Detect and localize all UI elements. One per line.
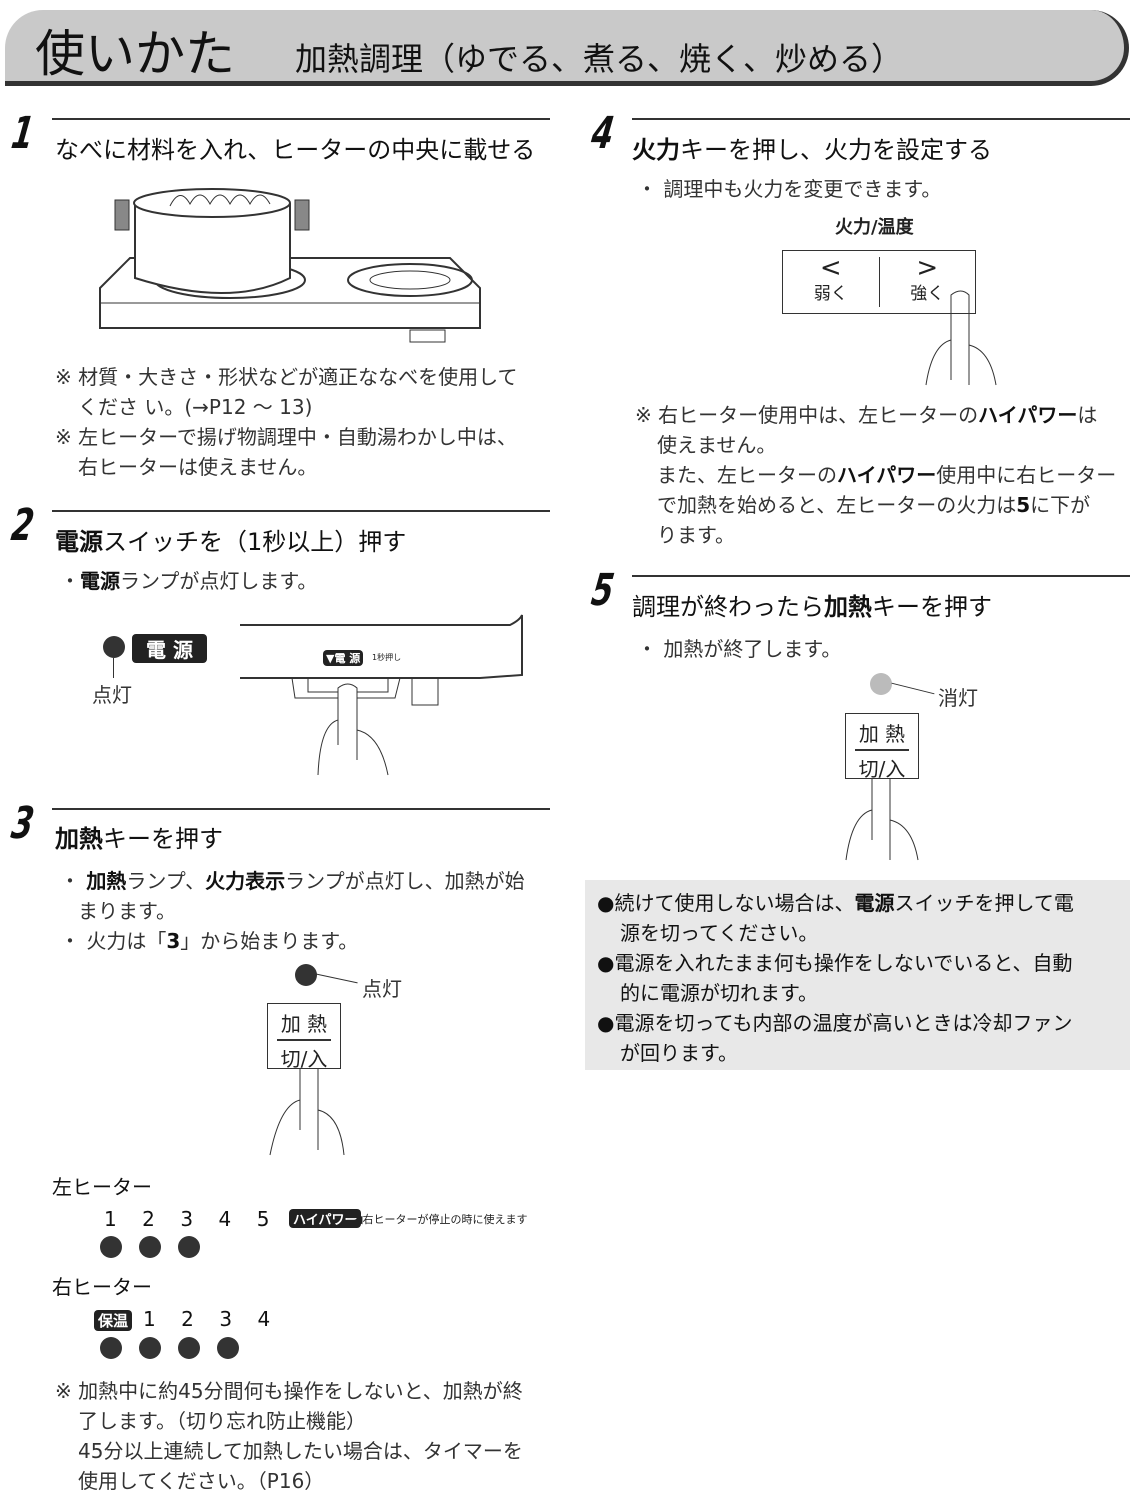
heat-level-keys: <弱く >強く [782, 250, 976, 314]
note: 使えません。 [657, 433, 777, 457]
step-number: 2 [8, 500, 38, 551]
bullet: ・電源ランプが点灯します。 [60, 569, 318, 593]
high-power-badge: ハイパワー [289, 1209, 362, 1228]
step-number: 3 [8, 798, 38, 849]
info-line: ●電源を入れたまま何も操作をしないでいると、自動 [597, 951, 1073, 975]
page-subtitle: 加熱調理（ゆでる、煮る、焼く、炒める） [295, 40, 904, 78]
divider [52, 510, 550, 512]
bullet-cont: まります。 [78, 899, 176, 923]
note: ります。 [657, 523, 735, 547]
page-title: 使いかた [35, 25, 235, 83]
bullet: ・ 加熱ランプ、火力表示ランプが点灯し、加熱が始 [60, 869, 525, 893]
heat-key[interactable]: 加 熱 切/入 [845, 713, 919, 781]
divider [52, 118, 550, 120]
note: ※ 左ヒーターで揚げ物調理中・自動湯わかし中は、 [55, 425, 517, 449]
note: 右ヒーターは使えません。 [78, 455, 318, 479]
bullet: ・ 加熱が終了します。 [637, 637, 842, 661]
note: で加熱を始めると、左ヒーターの火力は5に下が [657, 493, 1091, 517]
lamp-label: 消灯 [938, 686, 978, 710]
pot-on-cooktop-illustration [99, 188, 481, 343]
info-line: が回ります。 [620, 1041, 738, 1065]
note: くださ い。(→P12 ～ 13) [78, 395, 313, 419]
right-heater-lamps [100, 1337, 256, 1363]
info-line: ●電源を切っても内部の温度が高いときは冷却ファン [597, 1011, 1073, 1035]
note: 45分以上連続して加熱したい場合は、タイマーを [78, 1439, 523, 1463]
divider [632, 118, 1130, 120]
step-heading: 調理が終わったら加熱キーを押す [632, 593, 992, 621]
left-heater-lamps [100, 1236, 217, 1262]
right-heater-label: 右ヒーター [52, 1275, 152, 1299]
power-lamp-lit [103, 636, 125, 658]
device-hint: 1秒押し [372, 653, 402, 662]
divider [52, 808, 550, 810]
device-power-label: ▼電 源 [323, 650, 364, 666]
note: 了します。（切り忘れ防止機能） [78, 1409, 366, 1433]
header-banner [5, 10, 1129, 86]
info-line: 源を切ってください。 [620, 921, 819, 945]
lamp-label: 点灯 [362, 977, 402, 1001]
note: 使用してください。（P16） [78, 1469, 325, 1493]
heat-lamp-off [870, 673, 892, 695]
bullet: ・ 調理中も火力を変更できます。 [637, 177, 942, 201]
info-line: 的に電源が切れます。 [620, 981, 818, 1005]
step-number: 4 [588, 108, 618, 159]
step-heading: なべに材料を入れ、ヒーターの中央に載せる [55, 136, 536, 164]
heat-lamp-lit [295, 964, 317, 986]
info-line: ●続けて使用しない場合は、電源スイッチを押して電 [597, 891, 1074, 915]
note: また、左ヒーターのハイパワー使用中に右ヒーター [657, 463, 1117, 487]
key-title: 火力/温度 [835, 217, 914, 238]
divider [632, 575, 1130, 577]
step-heading: 加熱キーを押す [55, 825, 223, 853]
note: ※ 右ヒーター使用中は、左ヒーターのハイパワーは [635, 403, 1098, 427]
stronger-key[interactable]: >強く [910, 253, 945, 304]
bullet: ・ 火力は「3」から始まります。 [60, 929, 359, 953]
step-heading: 火力キーを押し、火力を設定する [632, 136, 992, 164]
left-heater-levels: 1 2 3 4 5 [104, 1207, 270, 1231]
left-heater-label: 左ヒーター [52, 1175, 152, 1199]
info-box [585, 880, 1130, 1070]
step-number: 1 [8, 108, 38, 159]
step-heading: 電源スイッチを（1秒以上）押す [55, 528, 407, 556]
note: ※ 加熱中に約45分間何も操作をしないと、加熱が終 [55, 1379, 523, 1403]
high-power-hint: ◀右ヒーターが停止の時に使えます [354, 1213, 528, 1226]
keep-warm-badge: 保温 [94, 1310, 133, 1331]
right-heater-levels: 1 2 3 4 [143, 1307, 271, 1331]
weaker-key[interactable]: <弱く [783, 255, 880, 307]
note: ※ 材質・大きさ・形状などが適正ななべを使用して [55, 365, 518, 389]
power-label: 電 源 [132, 634, 207, 663]
finger-press-icon [925, 290, 997, 386]
power-switch-illustration [240, 614, 523, 776]
step-number: 5 [588, 565, 618, 616]
lamp-label: 点灯 [92, 683, 132, 707]
heat-key[interactable]: 加 熱 切/入 [267, 1003, 341, 1071]
